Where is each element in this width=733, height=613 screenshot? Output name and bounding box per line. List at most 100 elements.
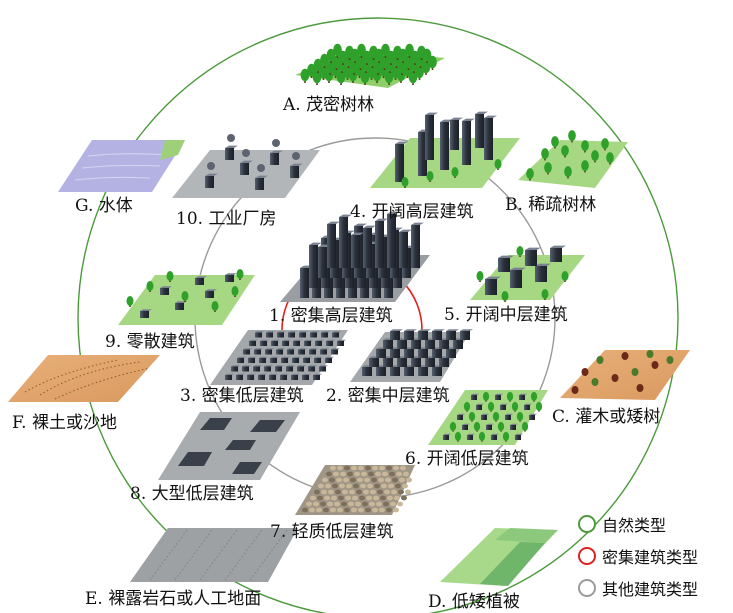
building-block bbox=[327, 224, 336, 268]
tree-crown bbox=[541, 148, 549, 160]
light-roof bbox=[372, 507, 378, 513]
building-roof bbox=[308, 365, 317, 367]
bush bbox=[611, 374, 619, 382]
tile-f-bare-soil-sand bbox=[8, 355, 160, 402]
tile-b-scattered-trees bbox=[518, 130, 628, 188]
building-block bbox=[258, 375, 265, 380]
tree-crown bbox=[236, 269, 244, 279]
light-roof bbox=[322, 477, 328, 483]
legend-other-swatch bbox=[578, 579, 596, 597]
building-block bbox=[443, 435, 449, 440]
building-block bbox=[395, 144, 404, 182]
building-roof bbox=[225, 373, 234, 375]
building-block bbox=[363, 228, 372, 268]
building-block bbox=[249, 341, 256, 346]
light-roof bbox=[381, 483, 387, 489]
light-roof bbox=[345, 495, 351, 501]
building-roof bbox=[269, 373, 278, 375]
compact-mid-rise-buildings bbox=[362, 329, 473, 376]
building-block bbox=[418, 331, 428, 340]
label-10: 10. 工业厂房 bbox=[176, 209, 277, 229]
light-roof bbox=[306, 501, 312, 507]
building-block bbox=[304, 341, 311, 346]
building-block bbox=[271, 341, 278, 346]
building-block bbox=[486, 425, 492, 430]
light-roof bbox=[382, 471, 388, 477]
building-roof bbox=[446, 329, 459, 331]
light-roof bbox=[393, 465, 399, 471]
building-roof bbox=[265, 348, 274, 350]
bush bbox=[666, 356, 674, 364]
building-block bbox=[376, 367, 386, 376]
tree-crown bbox=[526, 168, 534, 180]
light-roof bbox=[302, 507, 308, 513]
building-roof bbox=[332, 331, 341, 333]
building-roof bbox=[491, 433, 499, 435]
building-block bbox=[362, 367, 372, 376]
building-block bbox=[286, 366, 293, 372]
label-a: A. 茂密树林 bbox=[283, 95, 375, 115]
building-roof bbox=[460, 329, 473, 331]
building-block bbox=[318, 247, 327, 278]
building-block bbox=[291, 375, 298, 380]
tree-crown bbox=[541, 289, 549, 299]
building-roof bbox=[326, 339, 335, 341]
building-roof bbox=[443, 433, 451, 435]
building-roof bbox=[290, 163, 303, 166]
light-roof bbox=[393, 507, 399, 513]
light-roof bbox=[367, 483, 373, 489]
building-block bbox=[446, 349, 456, 358]
building-block bbox=[337, 341, 344, 346]
tree-crown bbox=[516, 246, 524, 256]
tree-crown bbox=[561, 145, 569, 157]
building-roof bbox=[457, 413, 465, 415]
label-5: 5. 开阔中层建筑 bbox=[444, 305, 568, 325]
building-block bbox=[308, 366, 315, 372]
building-roof bbox=[280, 373, 289, 375]
building-block bbox=[425, 358, 435, 367]
light-roof bbox=[380, 495, 386, 501]
building-roof bbox=[467, 433, 475, 435]
light-roof bbox=[350, 477, 356, 483]
light-roof bbox=[379, 507, 385, 513]
bush bbox=[631, 368, 639, 376]
building-block bbox=[418, 367, 428, 376]
bush bbox=[581, 368, 589, 376]
building-roof bbox=[281, 356, 290, 358]
building-block bbox=[453, 340, 463, 349]
compact-high-rise-buildings bbox=[300, 211, 424, 298]
building-block bbox=[505, 415, 511, 420]
light-roof bbox=[325, 483, 331, 489]
light-roof bbox=[403, 471, 409, 477]
label-6: 6. 开阔低层建筑 bbox=[405, 449, 529, 469]
tree-crown bbox=[492, 411, 500, 421]
tree-crown bbox=[468, 411, 476, 421]
legend-compact-label: 密集建筑类型 bbox=[602, 548, 699, 567]
building-block bbox=[491, 435, 497, 440]
building-roof bbox=[243, 348, 252, 350]
tree-crown bbox=[564, 166, 572, 178]
light-roof bbox=[335, 489, 341, 495]
building-block bbox=[255, 178, 264, 190]
building-roof bbox=[310, 331, 319, 333]
tree-crown bbox=[369, 45, 378, 59]
building-roof bbox=[404, 329, 417, 331]
building-block bbox=[299, 332, 306, 338]
light-roof bbox=[399, 477, 405, 483]
tile-3-compact-low-rise bbox=[210, 330, 348, 385]
tree-crown bbox=[530, 391, 538, 401]
light-roof bbox=[373, 495, 379, 501]
building-block bbox=[460, 331, 470, 340]
tank bbox=[242, 149, 250, 157]
light-roof bbox=[369, 501, 375, 507]
light-roof bbox=[359, 495, 365, 501]
light-roof bbox=[341, 501, 347, 507]
tree-crown bbox=[320, 53, 329, 67]
building-roof bbox=[286, 365, 295, 367]
building-block bbox=[339, 217, 348, 268]
light-roof bbox=[378, 477, 384, 483]
light-roof bbox=[354, 471, 360, 477]
light-roof bbox=[379, 465, 385, 471]
tree-crown bbox=[568, 130, 576, 142]
building-roof bbox=[249, 339, 258, 341]
